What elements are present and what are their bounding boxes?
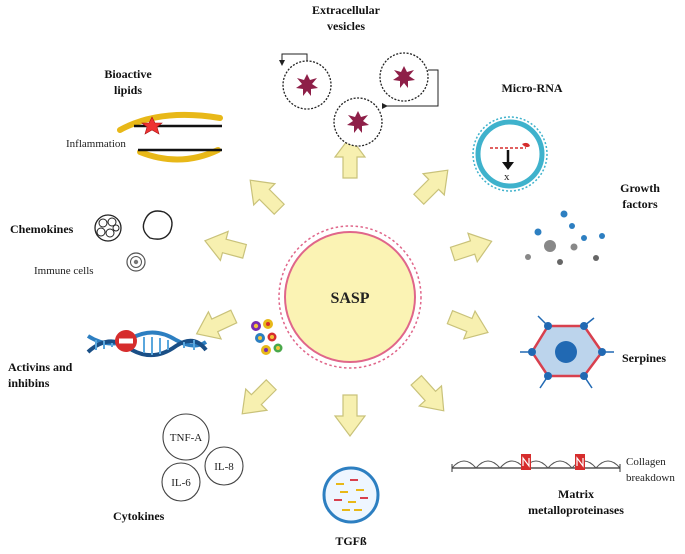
arrow-growth	[449, 232, 493, 264]
tgfb: TGFß	[322, 466, 380, 548]
cytokines: TNF-A IL-6 IL-8 Cytokines	[113, 413, 244, 523]
microrna-label: Micro-RNA	[501, 81, 562, 95]
mmp-label-line2: metalloproteinases	[528, 503, 624, 517]
arrow-microrna	[413, 169, 449, 205]
vesicle-core-icon	[347, 111, 369, 133]
arrow-serpines	[446, 309, 489, 340]
arrow-tgfb	[333, 394, 367, 437]
tgfb-label: TGFß	[335, 534, 367, 548]
lipids-label-line2: lipids	[114, 83, 142, 97]
microrna-x-mark: x	[504, 171, 510, 183]
cytokines-label: Cytokines	[113, 509, 165, 523]
vesicle-3	[333, 97, 414, 147]
arrows	[195, 136, 493, 437]
chemokines-label: Chemokines	[10, 222, 74, 236]
lipid-star-icon	[141, 116, 163, 135]
growth-label-line1: Growth	[620, 181, 660, 195]
mmp-cleavage-icon	[521, 454, 585, 470]
macrophage-icon	[142, 210, 173, 240]
immune-cell-target-icon	[126, 252, 146, 272]
activin-particles-icon	[251, 319, 283, 355]
matrix-metalloproteinases: Collagen breakdown Matrix metalloprotein…	[451, 454, 675, 517]
tgfb-cell	[322, 466, 380, 524]
extracellular-label-line2: vesicles	[327, 19, 365, 33]
chemokines: Chemokines Immune cells	[10, 210, 173, 277]
lipids-label-line1: Bioactive	[104, 67, 152, 81]
vesicle-core-icon	[296, 74, 318, 96]
collagen-arches-icon	[451, 460, 621, 472]
bioactive-lipids: Bioactive lipids Inflammation	[66, 67, 223, 163]
sasp-cell: SASP	[278, 225, 422, 369]
dna-helix-icon	[86, 330, 208, 358]
vesicle-core-icon	[393, 66, 415, 88]
activins-inhibins: Activins and inhibins	[8, 319, 283, 390]
cytokine-il8: IL-8	[214, 461, 234, 473]
arrow-mmp	[410, 374, 445, 412]
arrow-activins	[195, 309, 238, 340]
activins-label-line2: inhibins	[8, 376, 50, 390]
mirna-icon	[522, 142, 530, 148]
lipid-layer-top	[117, 111, 223, 133]
sasp-label: SASP	[330, 290, 369, 307]
arrow-cytokines	[241, 379, 277, 415]
cytokine-tnfa-circle	[162, 413, 210, 461]
microrna-cell	[475, 119, 545, 189]
serpine-network-icon	[520, 315, 614, 389]
arrow-chemokines	[203, 230, 248, 262]
cytokine-il8-circle	[204, 446, 244, 486]
collagen-label-line2: breakdown	[626, 472, 675, 484]
vesicle-2	[379, 52, 439, 107]
growth-factors: Growth factors	[525, 181, 660, 265]
tgfb-molecules-icon	[334, 479, 368, 511]
lipid-layer-bottom	[137, 147, 221, 163]
immune-cells-label: Immune cells	[34, 265, 94, 277]
cytokine-il6-circle	[161, 462, 201, 502]
micro-rna: Micro-RNA x	[472, 81, 563, 192]
cytokine-il6: IL-6	[171, 477, 191, 489]
growth-factor-dots-icon	[525, 210, 605, 265]
stop-sign-icon	[115, 330, 137, 352]
serpines: Serpines	[520, 315, 666, 389]
inflammation-label: Inflammation	[66, 138, 126, 150]
arrow-extracellular	[333, 136, 367, 179]
serpines-label: Serpines	[622, 351, 666, 365]
mmp-label-line1: Matrix	[558, 487, 594, 501]
vesicle-1	[279, 53, 332, 110]
extracellular-vesicles: Extracellular vesicles	[279, 3, 439, 147]
activins-label-line1: Activins and	[8, 360, 73, 374]
sasp-membrane-outer	[278, 225, 422, 369]
cytokine-tnfa: TNF-A	[170, 432, 202, 444]
immune-cell-lymphocyte-icon	[94, 214, 122, 242]
arrow-lipids	[249, 179, 285, 215]
sasp-membrane	[284, 231, 416, 363]
extracellular-label-line1: Extracellular	[312, 3, 381, 17]
growth-label-line2: factors	[622, 197, 658, 211]
collagen-label-line1: Collagen	[626, 456, 666, 468]
